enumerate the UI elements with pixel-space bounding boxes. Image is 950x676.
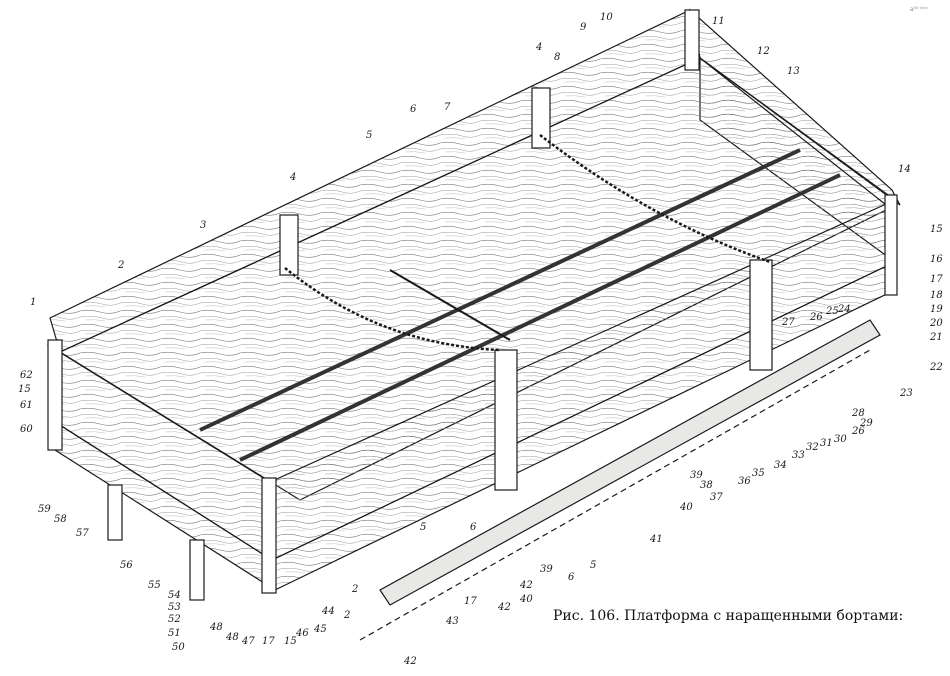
corner-mark: a⁰⁰ ᵇⁿⁿ [910,6,928,13]
callout-26: 26 [851,426,865,437]
callout-35: 35 [752,468,765,479]
callout-56: 56 [120,560,133,571]
callout-24: 24 [837,304,851,315]
callout-28: 28 [851,408,865,419]
callout-44: 44 [321,606,335,617]
callout-11: 11 [712,16,725,27]
callout-39: 39 [690,470,703,481]
callout-17: 17 [930,274,943,285]
callout-29: 29 [859,418,873,429]
callout-40: 40 [679,502,693,513]
callout-15: 15 [930,224,943,235]
callout-45: 45 [313,624,327,635]
callout-43: 43 [445,616,459,627]
callout-58: 58 [54,514,67,525]
callout-6: 6 [568,572,575,583]
callout-21: 21 [929,332,943,343]
callout-18: 18 [930,290,943,301]
callout-42: 42 [403,656,417,667]
callout-38: 38 [700,480,713,491]
callout-62: 62 [20,370,33,381]
callout-15: 15 [18,384,31,395]
callout-33: 33 [792,450,805,461]
callout-51: 51 [168,628,181,639]
callout-6: 6 [410,104,417,115]
callout-3: 3 [200,220,206,231]
callout-57: 57 [76,528,89,539]
callout-40: 40 [519,594,533,605]
callout-31: 31 [820,438,833,449]
callout-12: 12 [757,46,770,57]
callout-46: 46 [295,628,309,639]
callout-32: 32 [806,442,819,453]
callout-17: 17 [262,636,275,647]
callout-17: 17 [464,596,477,607]
callout-8: 8 [554,52,560,63]
callout-13: 13 [787,66,800,77]
callout-15: 15 [284,636,297,647]
callout-23: 23 [899,388,913,399]
callout-50: 50 [172,642,185,653]
callout-48: 48 [225,632,239,643]
chassis-rail [379,319,881,606]
callout-2: 2 [117,260,124,271]
callout-39: 39 [540,564,553,575]
callout-14: 14 [898,164,911,175]
callout-30: 30 [834,434,847,445]
callout-48: 48 [209,622,223,633]
callout-1: 1 [30,297,36,308]
callout-42: 42 [519,580,533,591]
callout-20: 20 [929,318,943,329]
callout-7: 7 [444,102,451,113]
callout-22: 22 [929,362,943,373]
callout-42: 42 [497,602,511,613]
callout-59: 59 [38,504,51,515]
callout-4: 4 [289,172,296,183]
callout-41: 41 [649,534,663,545]
callout-55: 55 [148,580,161,591]
callout-54: 54 [168,590,181,601]
figure-caption: Рис. 106. Платформа с наращенными бортам… [553,608,904,624]
callout-27: 27 [781,317,795,328]
callout-34: 34 [774,460,787,471]
callout-26: 26 [809,312,823,323]
callout-25: 25 [825,306,839,317]
callout-47: 47 [241,636,255,647]
callout-10: 10 [600,12,613,23]
callout-5: 5 [590,560,596,571]
callout-4: 4 [535,42,542,53]
callout-52: 52 [168,614,181,625]
callout-2: 2 [343,610,350,621]
callout-5: 5 [366,130,372,141]
callout-53: 53 [168,602,181,613]
callout-19: 19 [930,304,943,315]
callout-2: 2 [351,584,358,595]
callout-9: 9 [580,22,587,33]
callout-37: 37 [710,492,723,503]
callout-16: 16 [930,254,943,265]
callout-61: 61 [20,400,33,411]
callout-36: 36 [738,476,751,487]
callout-5: 5 [420,522,426,533]
callout-6: 6 [470,522,477,533]
platform-drawing [47,8,901,641]
callout-60: 60 [20,424,33,435]
